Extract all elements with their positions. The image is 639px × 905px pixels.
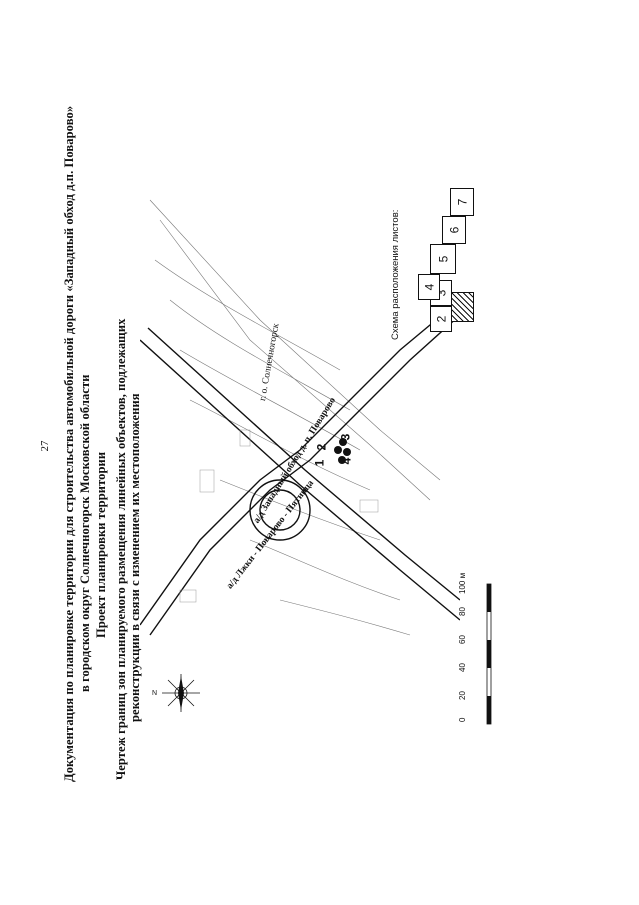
map-buildings (179, 429, 379, 603)
sheet-5: 5 (430, 244, 456, 274)
scale-tick-0: 0 (458, 717, 467, 722)
sheet-2: 2 (430, 306, 452, 332)
page-number: 27 (39, 440, 51, 452)
scale-bar-svg (486, 583, 492, 725)
title-line-4: Чертеж границ зон планируемого размещени… (114, 318, 128, 780)
sheet-7: 7 (450, 188, 474, 216)
point-label-3: 3 (338, 433, 353, 441)
map-drawing (140, 180, 460, 650)
scale-tick-100: 100 м (458, 572, 467, 594)
point-label-2: 2 (314, 443, 329, 451)
scale-tick-60: 60 (458, 635, 467, 644)
scale-bar (465, 580, 505, 730)
north-arrow (160, 672, 202, 714)
scale-tick-20: 20 (458, 691, 467, 700)
north-label: N (152, 690, 158, 697)
title-line-2: в городском округ Солнечногорск Московск… (78, 374, 92, 692)
sheet-6: 6 (442, 216, 466, 244)
map-svg (140, 199, 460, 636)
scale-tick-40: 40 (458, 663, 467, 672)
scale-tick-80: 80 (458, 607, 467, 616)
point-label-1: 1 (312, 459, 327, 467)
point-label-4: 4 (339, 457, 354, 465)
map-roads (140, 299, 460, 636)
compass-rose-icon (162, 674, 200, 712)
sheet-current-hatched (450, 292, 474, 322)
title-line-1: Документация по планировке территории дл… (62, 105, 76, 782)
sheet-4: 4 (418, 274, 440, 300)
map-terrain (149, 199, 441, 636)
title-line-3: Проект планировки территории (94, 451, 108, 638)
sheet-scheme-label: Схема расположения листов: (390, 209, 401, 340)
map-points (334, 438, 351, 464)
